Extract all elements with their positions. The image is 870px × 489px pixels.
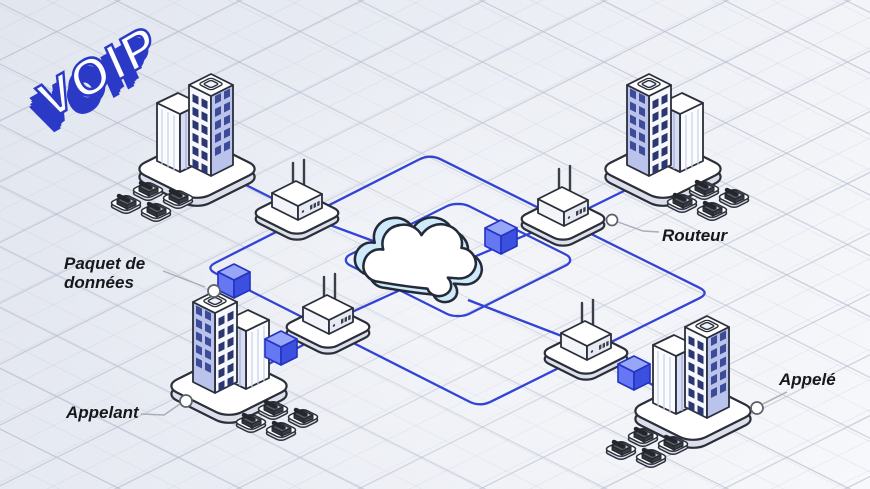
cloud-icon xyxy=(353,216,484,304)
callout-dot-callee xyxy=(750,401,764,415)
callout-dot-packet xyxy=(207,284,221,298)
caller-label: Appelant xyxy=(66,403,139,422)
router-icon-top-left xyxy=(249,158,345,244)
callout-lines xyxy=(140,213,788,416)
data-packet-label-line1: Paquet de xyxy=(64,254,146,273)
data-packet-cube-bottom-left xyxy=(264,330,298,366)
router-ring-line xyxy=(209,155,706,406)
data-packet-label: Paquet de données xyxy=(64,254,145,292)
data-packet-label-line2: données xyxy=(64,273,134,292)
callout-dot-caller xyxy=(179,394,193,408)
data-packet-cube-left xyxy=(217,263,251,299)
data-packet-cube-top-right xyxy=(484,219,518,255)
router-label: Routeur xyxy=(662,226,728,245)
callee-label: Appelé xyxy=(779,370,836,389)
data-packet-cube-bottom-right xyxy=(617,355,651,391)
callout-dot-router xyxy=(605,213,619,227)
